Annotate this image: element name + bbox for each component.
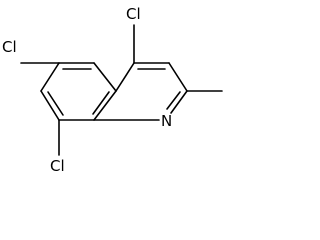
bond-c2-n1 [170, 90, 188, 114]
bond-c8a-c4a-inner [92, 91, 110, 115]
bond-c3-c2 [168, 62, 188, 92]
bond-group [20, 24, 223, 156]
bond-c8a-c4a [93, 90, 117, 121]
bond-c7-c8 [40, 90, 60, 121]
atom-label-cl-left: Cl [2, 38, 17, 56]
bond-c6-c7 [40, 62, 60, 92]
atom-label-cl-bottom: Cl [50, 157, 65, 175]
bond-c4a-c5 [93, 62, 117, 92]
atom-label-cl-top: Cl [126, 5, 141, 23]
bond-c7-c8-inner [47, 91, 64, 116]
bond-c4a-c4 [115, 62, 135, 92]
structure-diagram: Cl Cl Cl N [2, 5, 223, 175]
atom-labels: Cl Cl Cl N [2, 5, 172, 175]
bond-c2-n1-inner [166, 91, 181, 110]
atom-label-nitrogen: N [161, 112, 172, 130]
